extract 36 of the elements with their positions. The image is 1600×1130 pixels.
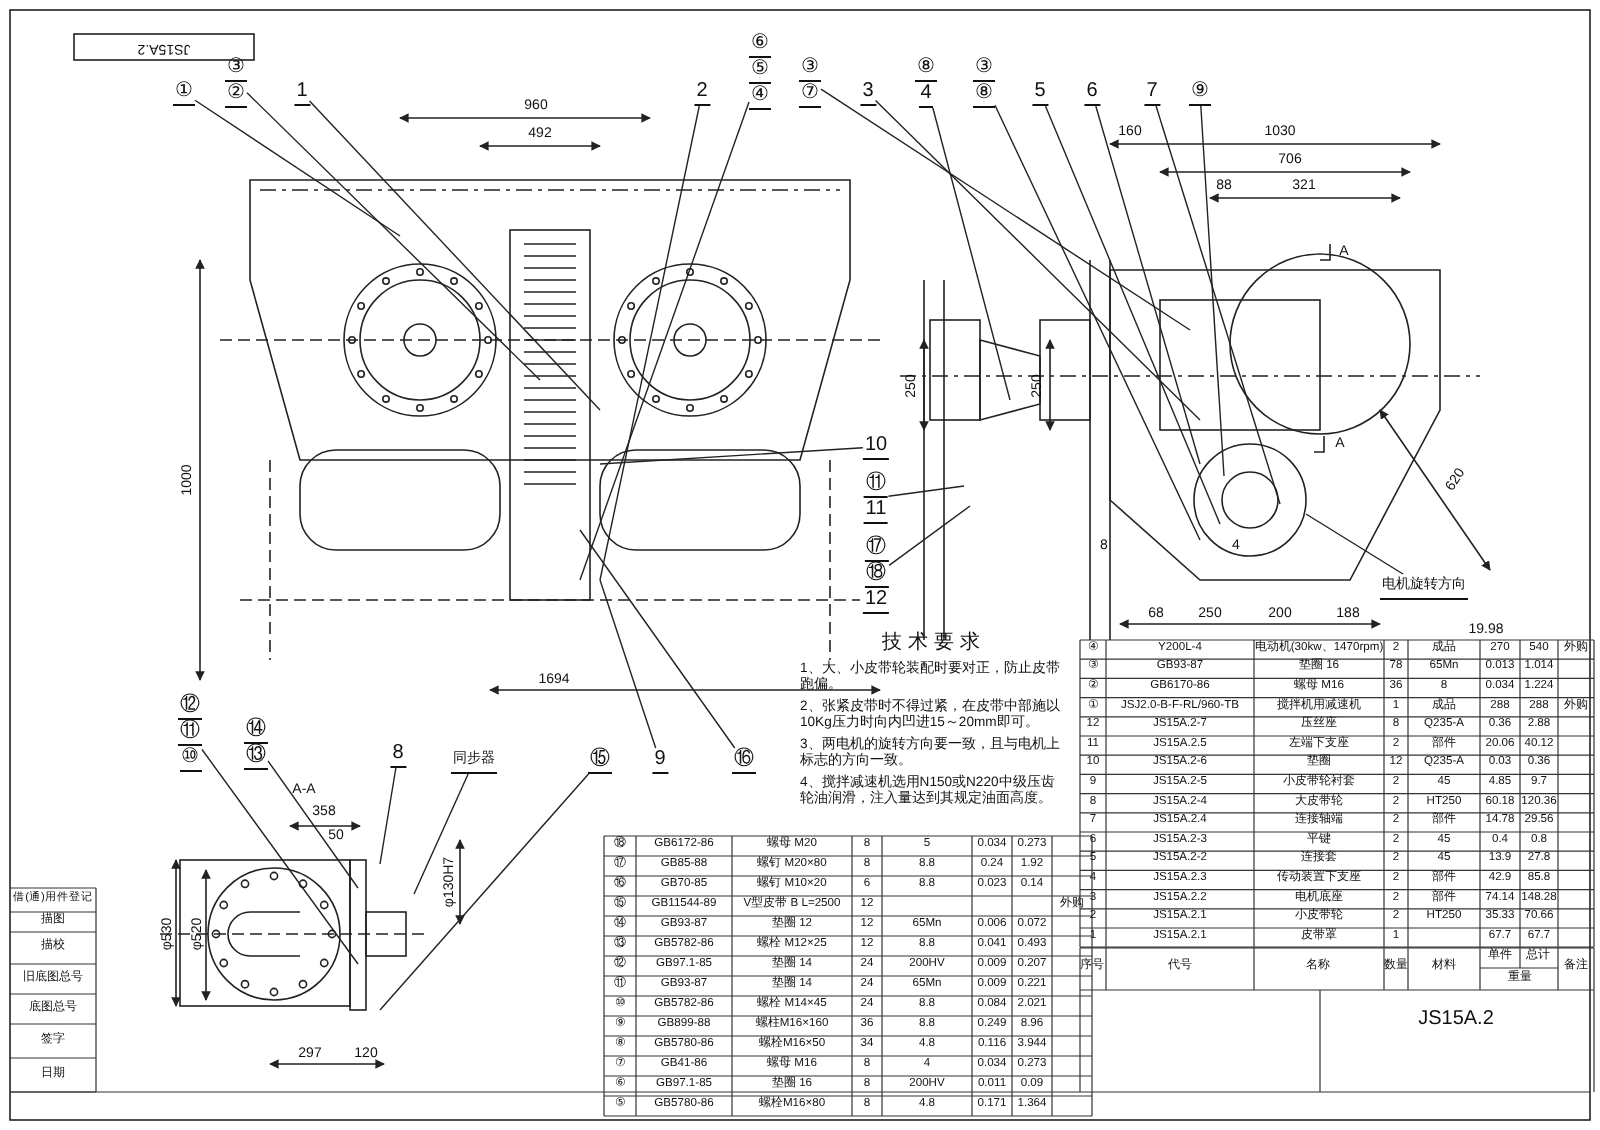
callout-number: 1 (294, 80, 310, 106)
callout-number: 4 (918, 82, 934, 108)
callout-number: ⑧ (915, 56, 937, 82)
callout-number: ⑥ (749, 32, 771, 58)
callout-number: ③ (973, 56, 995, 82)
callout-number: ⑯ (732, 748, 756, 774)
callout-number: ⑧ (973, 82, 995, 108)
callout-number: ④ (749, 84, 771, 110)
callout-number: ⑪ (864, 472, 888, 498)
callout-number: 7 (1144, 80, 1160, 106)
callout-number: 10 (862, 434, 890, 460)
callout-number: 5 (1032, 80, 1048, 106)
drawing-number: JS15A.2 (1418, 1010, 1494, 1030)
callout-number: ② (225, 82, 247, 108)
callout-number: ⑰ (864, 536, 888, 562)
callout-number: ⑨ (1189, 80, 1211, 106)
callout-number: ⑮ (588, 748, 612, 774)
callout-number: 12 (862, 588, 890, 614)
callout-number: 8 (390, 742, 406, 768)
callout-number: ① (173, 80, 195, 106)
callout-number: ⑤ (749, 58, 771, 84)
callout-number: ⑩ (179, 746, 201, 772)
callout-number: 9 (652, 748, 668, 774)
callout-number: ⑭ (244, 718, 268, 744)
callout-number: ③ (225, 56, 247, 82)
callout-number: 11 (863, 498, 889, 524)
requirements-heading: 技术要求 (880, 629, 988, 656)
callout-number: ⑬ (244, 744, 268, 770)
callout-number: ③ (799, 56, 821, 82)
callout-number: 3 (860, 80, 876, 106)
callout-number: 6 (1084, 80, 1100, 106)
callout-number: ⑫ (178, 694, 202, 720)
callout-number: ⑪ (178, 720, 202, 746)
callout-number: ⑦ (799, 82, 821, 108)
callout-number: ⑱ (864, 562, 888, 588)
callout-number: 2 (694, 80, 710, 106)
